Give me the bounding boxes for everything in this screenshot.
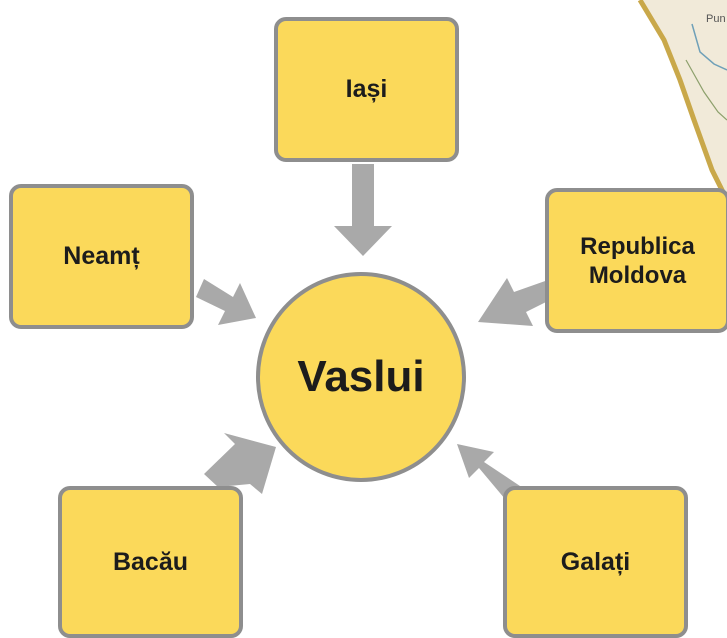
node-bacau-label: Bacău	[112, 547, 189, 576]
arrow-from-neamt	[196, 279, 256, 325]
map-road-line-2	[685, 59, 727, 121]
arrow-from-republica-moldova	[478, 278, 556, 326]
map-border-line	[637, 0, 727, 202]
arrow-from-bacau	[204, 433, 276, 494]
node-galati: Galați	[503, 486, 688, 638]
node-neamt-label: Neamț	[63, 242, 140, 270]
node-neamt: Neamț	[9, 184, 194, 329]
node-republica-moldova: Republica Moldova	[545, 188, 727, 333]
node-republica-moldova-label-line2: Moldova	[588, 261, 687, 289]
node-iasi-label: Iași	[345, 75, 388, 103]
center-node-vaslui: Vaslui	[256, 272, 466, 482]
arrow-from-iasi	[334, 164, 392, 256]
node-republica-moldova-label: Republica Moldova	[580, 232, 695, 290]
map-road-line	[691, 23, 727, 71]
arrow-from-galati	[457, 444, 520, 499]
node-galati-label: Galați	[560, 547, 631, 576]
center-node-label: Vaslui	[297, 352, 425, 401]
node-republica-moldova-label-line1: Republica	[580, 232, 695, 260]
node-iasi: Iași	[274, 17, 459, 162]
node-bacau: Bacău	[58, 486, 243, 638]
map-fragment-label: Pun	[706, 13, 726, 25]
